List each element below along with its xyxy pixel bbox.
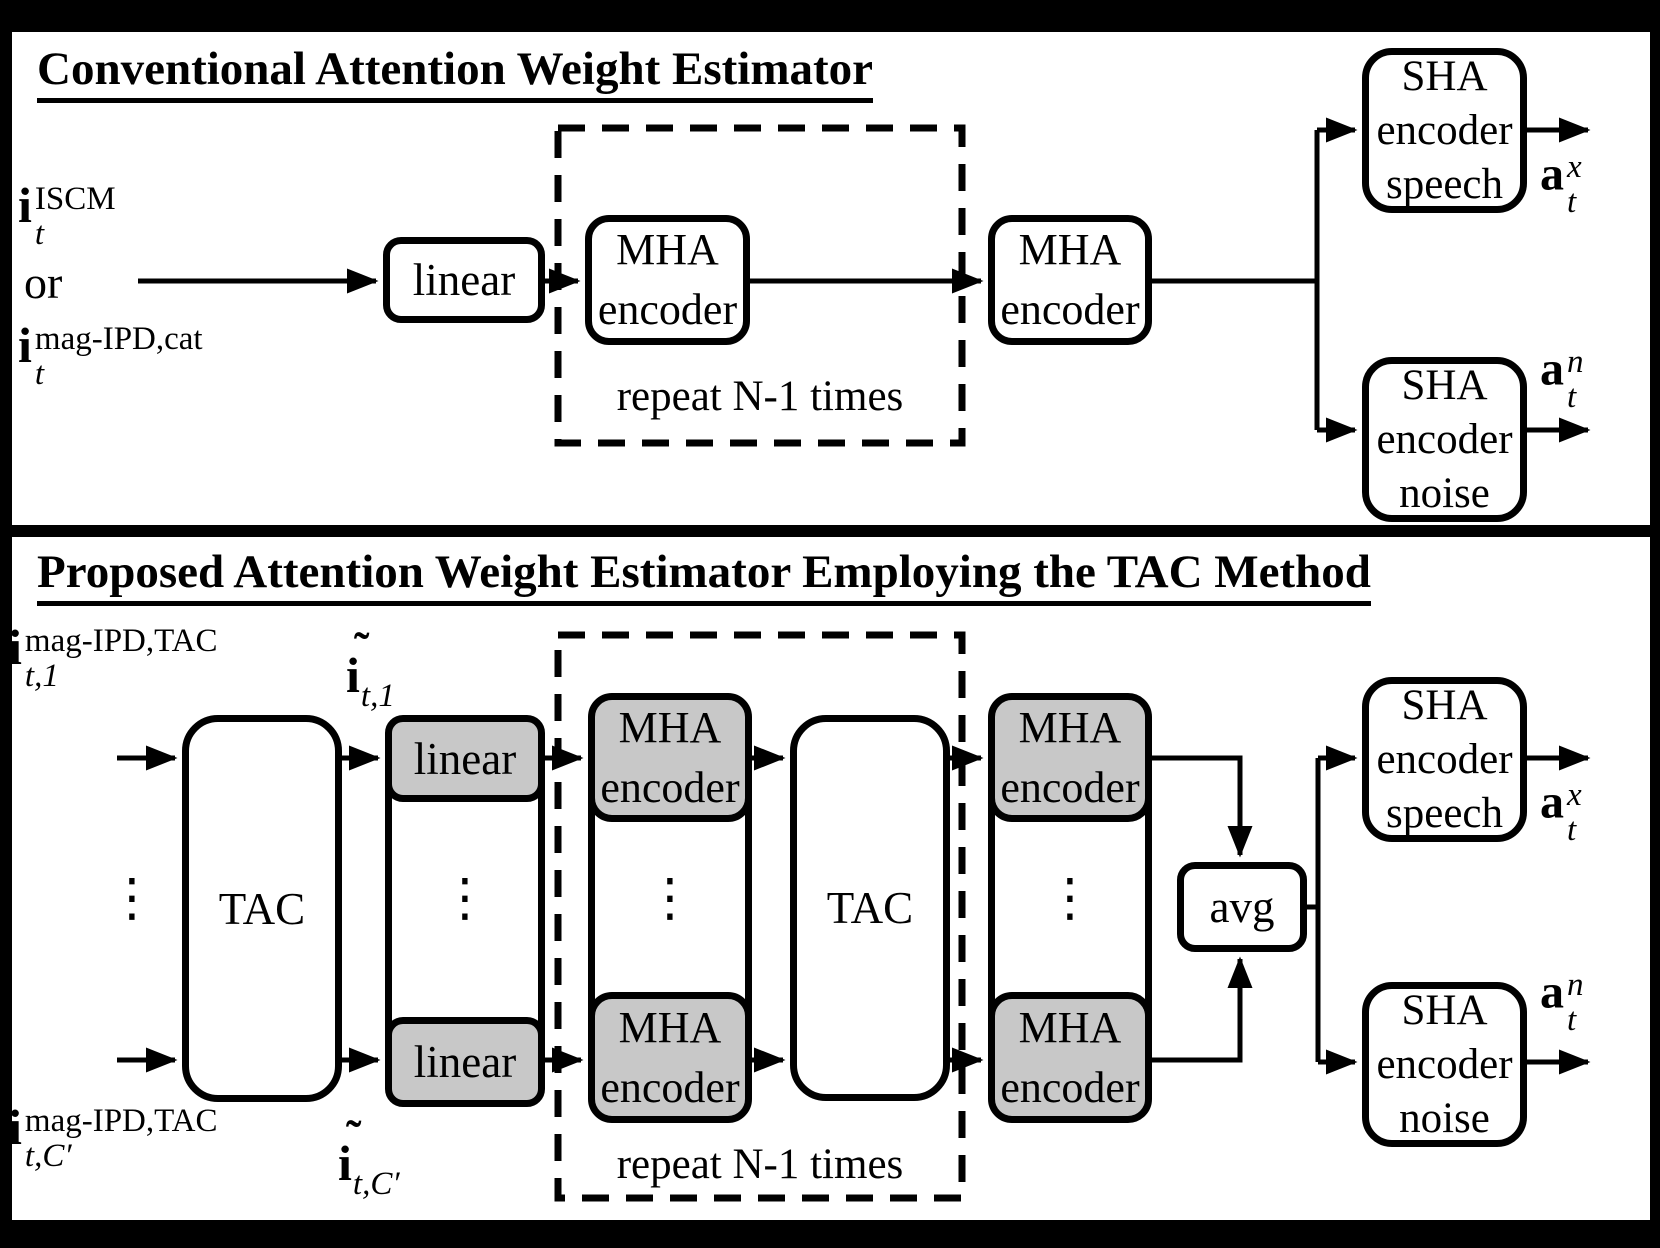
linear-box-channel-c: linear	[385, 1017, 545, 1107]
mha-encoder-box-2: MHA encoder	[988, 215, 1152, 345]
linear-column-ellipsis: ⋮	[439, 870, 491, 927]
mha-encoder-box-output-channel-c: MHA encoder	[988, 992, 1152, 1123]
sha-encoder-speech-box-bottom-panel: SHA encoder speech	[1362, 677, 1527, 842]
linear-box: linear	[383, 237, 545, 323]
sha-encoder-noise-box-bottom-panel: SHA encoder noise	[1362, 982, 1527, 1147]
repeat-label-bottom: repeat N-1 times	[616, 1141, 904, 1188]
tac-box-1: TAC	[182, 715, 342, 1102]
or-label: or	[24, 257, 63, 308]
mha-encoder-box-output-channel-1: MHA encoder	[988, 693, 1152, 822]
avg-box: avg	[1177, 862, 1307, 952]
proposed-title: Proposed Attention Weight Estimator Empl…	[37, 545, 1371, 606]
tilde-label-channel-1: ˜it,1	[346, 623, 395, 714]
mha-output-column-ellipsis: ⋮	[1044, 870, 1096, 927]
tilde-label-channel-c: ˜it,C′	[338, 1111, 400, 1202]
repeat-label-top: repeat N-1 times	[616, 373, 904, 420]
mha-encoder-box-1: MHA encoder	[585, 215, 750, 345]
mha-encoder-box-repeat-channel-1: MHA encoder	[588, 693, 752, 822]
sha-encoder-speech-box-top-panel: SHA encoder speech	[1362, 48, 1527, 213]
input-ellipsis: ⋮	[106, 870, 158, 927]
mha-repeat-column-ellipsis: ⋮	[644, 870, 696, 927]
linear-box-channel-1: linear	[385, 715, 545, 802]
mha-encoder-box-repeat-channel-c: MHA encoder	[588, 992, 752, 1123]
sha-encoder-noise-box-top-panel: SHA encoder noise	[1362, 357, 1527, 522]
conventional-title: Conventional Attention Weight Estimator	[37, 42, 874, 103]
tac-box-2: TAC	[790, 715, 950, 1101]
